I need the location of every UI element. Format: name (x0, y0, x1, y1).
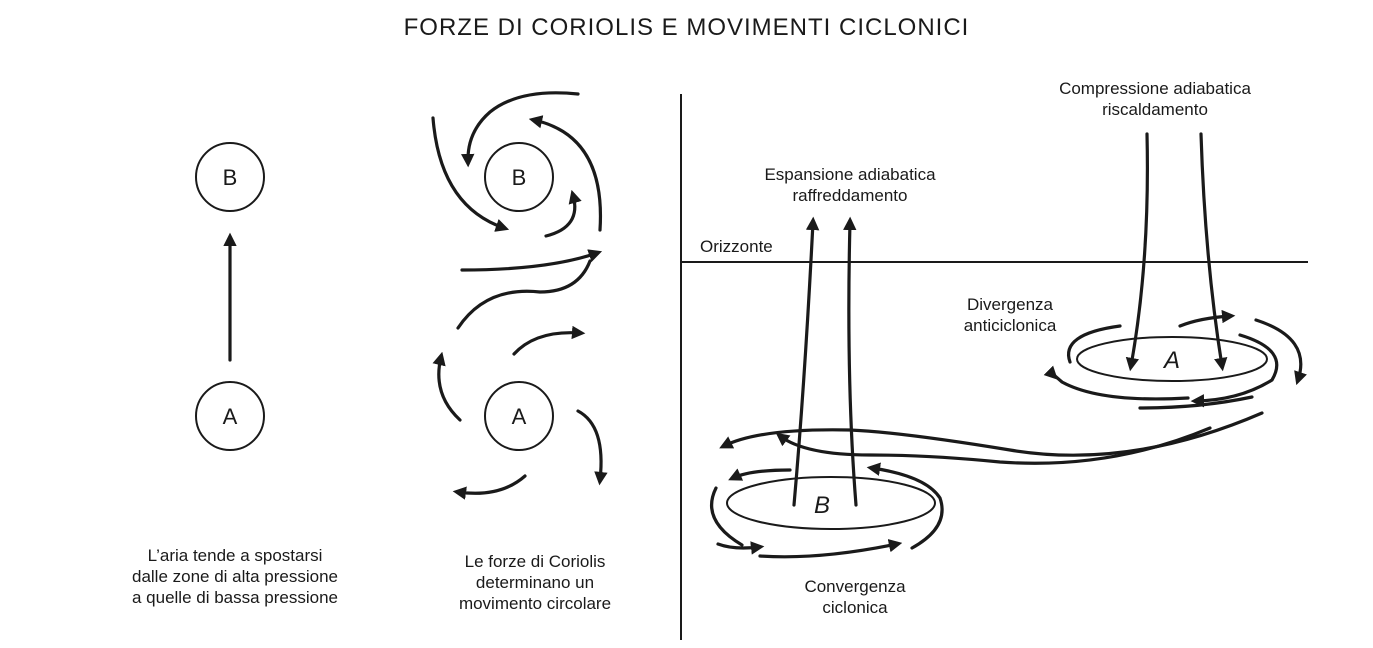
cyclonic-arrow-left (431, 116, 510, 232)
expansion-label-line-1: Espansione adiabatica (764, 165, 936, 184)
expansion-label: Espansione adiabatica raffreddamento (705, 164, 995, 206)
low-pressure-label: B (223, 165, 238, 190)
divergence-arrow-inner-right (1190, 333, 1279, 408)
cyclonic-arrow-inner (544, 189, 582, 238)
caption-panel-2-line-3: movimento circolare (458, 594, 612, 613)
caption-panel-2-line-2: determinano un (475, 573, 595, 592)
sinking-air-arrow-left (1125, 132, 1150, 372)
divergence-label-line-1: Divergenza (967, 295, 1053, 314)
high-pressure-circle-2 (484, 381, 554, 451)
divergence-label: Divergenza anticiclonica (935, 294, 1085, 336)
low-pressure-circle-2 (484, 142, 554, 212)
anticyclonic-arrow-left (432, 351, 462, 422)
low-pressure-circle (195, 142, 265, 212)
anticyclonic-arrow-bottom (452, 474, 527, 500)
low-pressure-label-2: B (512, 165, 527, 190)
rising-air-arrow-left (792, 216, 820, 507)
cyclone-ellipse (726, 476, 936, 530)
divergence-arrow-left (1043, 365, 1190, 401)
horizon-label: Orizzonte (700, 237, 773, 256)
convergence-arrow-bottom-left (716, 541, 765, 555)
divergence-arrow-top (1178, 309, 1236, 328)
high-pressure-label-2: A (512, 404, 527, 429)
caption-panel-2: Le forze di Coriolis determinano un movi… (410, 551, 660, 614)
anticyclone-ellipse (1076, 336, 1268, 382)
convergence-arrow-inner (728, 468, 792, 481)
panel-pressure-gradient: B A (195, 142, 265, 451)
cyclonic-arrow-right (528, 115, 603, 232)
caption-panel-2-line-1: Le forze di Coriolis (464, 552, 606, 571)
caption-panel-1-line-1: L’aria tende a spostarsi (147, 546, 323, 565)
cyclone-label: B (814, 492, 830, 519)
anticyclone-label: A (1162, 347, 1180, 374)
convergence-arrow-right (866, 462, 944, 550)
panel-3d-circulation: B A (681, 132, 1308, 559)
divergence-arrow-right (1254, 318, 1307, 386)
anticyclonic-arrow-top (512, 325, 586, 356)
anticyclonic-arrow-right (576, 409, 608, 486)
compression-label-line-2: riscaldamento (1102, 100, 1208, 119)
divergence-arc-left (1067, 324, 1122, 364)
sinking-air-arrow-right (1199, 132, 1228, 372)
caption-panel-1-line-3: a quelle di bassa pressione (131, 588, 339, 607)
connecting-flow-line (456, 259, 592, 330)
cyclonic-arrow-top (461, 91, 580, 168)
high-pressure-label: A (223, 404, 238, 429)
cyclonic-arrow-bottom (460, 249, 603, 272)
caption-panel-1-line-2: dalle zone di alta pressione (131, 567, 339, 586)
compression-label: Compressione adiabatica riscaldamento (1000, 78, 1310, 120)
convergence-label-line-1: Convergenza (804, 577, 906, 596)
caption-panel-1: L’aria tende a spostarsi dalle zone di a… (70, 545, 400, 608)
convergence-arc-left (710, 486, 744, 547)
expansion-label-line-2: raffreddamento (792, 186, 908, 205)
diagram-title: FORZE DI CORIOLIS E MOVIMENTI CICLONICI (403, 14, 970, 41)
convergence-arrow-bottom (758, 539, 903, 559)
divergence-arc-bottom (1138, 395, 1254, 410)
convergence-label: Convergenza ciclonica (770, 576, 940, 618)
panel-coriolis-rotation: B A (431, 91, 608, 500)
rising-air-arrow-right (843, 216, 858, 507)
surface-flow-arrow-lower (775, 426, 1212, 465)
compression-label-line-1: Compressione adiabatica (1059, 79, 1251, 98)
convergence-label-line-2: ciclonica (822, 598, 888, 617)
high-pressure-circle (195, 381, 265, 451)
divergence-label-line-2: anticiclonica (963, 316, 1057, 335)
